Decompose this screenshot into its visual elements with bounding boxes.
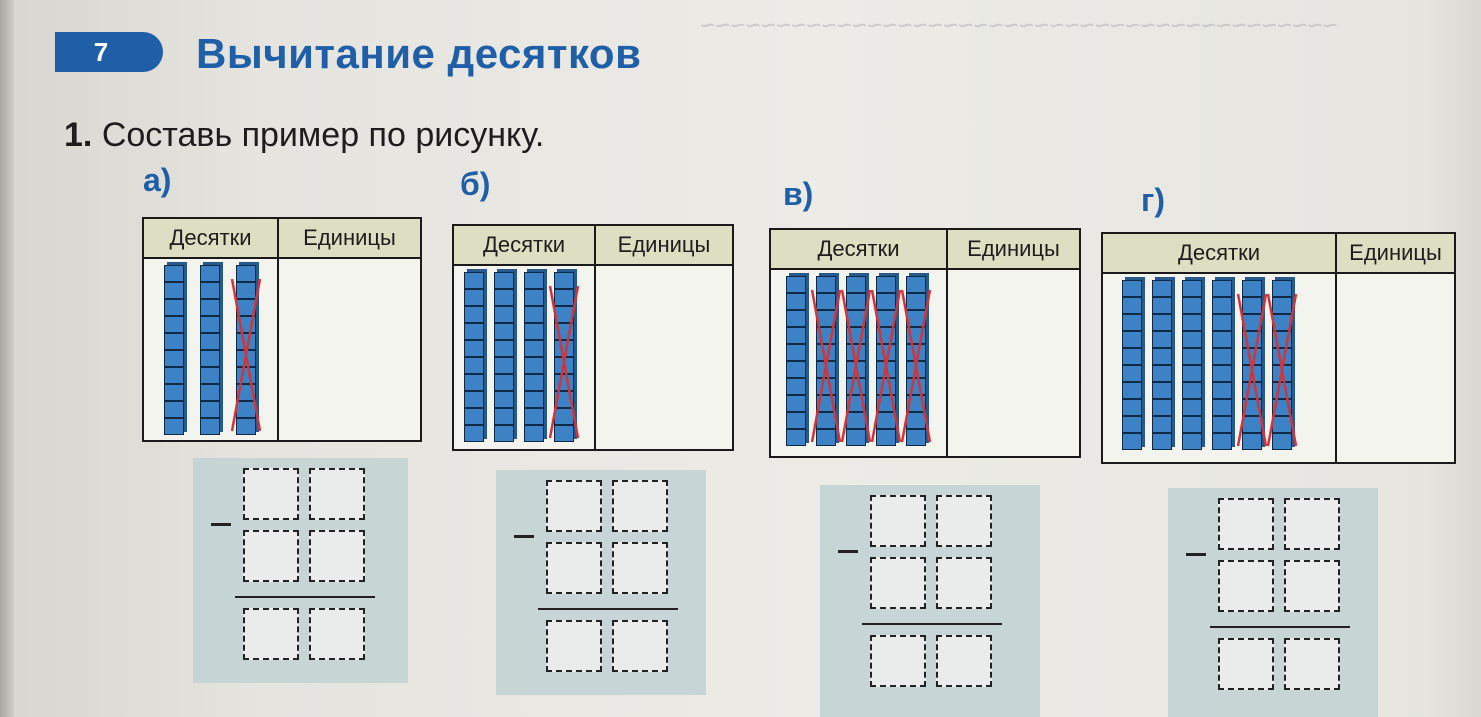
column-divider [594, 226, 596, 449]
variant-label: а) [143, 162, 172, 198]
table-header-row: Десятки Единицы [771, 230, 1079, 270]
result-line [862, 623, 1002, 625]
result-digit-box[interactable] [1218, 638, 1274, 690]
ten-rod [554, 272, 574, 442]
ten-rod [164, 265, 184, 435]
operand-digit-box[interactable] [1284, 560, 1340, 612]
operand-digit-box[interactable] [870, 557, 926, 609]
header-ones: Единицы [303, 225, 396, 250]
operand-digit-box[interactable] [936, 557, 992, 609]
header-tens: Десятки [482, 232, 566, 257]
minus-sign [211, 523, 231, 526]
result-digit-box[interactable] [1284, 638, 1340, 690]
operand-digit-box[interactable] [936, 495, 992, 547]
result-digit-box[interactable] [612, 620, 668, 672]
column-divider [277, 219, 279, 440]
header-tens: Десятки [817, 236, 900, 261]
ten-rod [464, 272, 484, 442]
answer-area [820, 485, 1040, 717]
operand-digit-box[interactable] [243, 468, 299, 520]
ten-rod [1122, 280, 1142, 450]
operand-digit-box[interactable] [1284, 498, 1340, 550]
ten-rod [1212, 280, 1232, 450]
operand-digit-box[interactable] [546, 480, 602, 532]
minus-sign [514, 535, 534, 538]
task-number: 1. [64, 116, 93, 154]
result-digit-box[interactable] [936, 635, 992, 687]
ten-rod [816, 276, 836, 446]
ten-rod [1152, 280, 1172, 450]
header-ones: Единицы [617, 232, 711, 257]
result-digit-box[interactable] [243, 608, 299, 660]
task-text: Составь пример по рисунку. [101, 116, 545, 154]
operand-digit-box[interactable] [309, 468, 365, 520]
bleed-through-text: ~~~~~~~~~~~~~~~~~~~~~~~~~~~~~~~~~~~~~~~~… [700, 10, 1338, 40]
ten-rod [906, 276, 926, 446]
result-digit-box[interactable] [309, 608, 365, 660]
operand-digit-box[interactable] [612, 480, 668, 532]
column-divider [946, 230, 948, 456]
variant-label: г) [1141, 182, 1165, 218]
table-header-row: Десятки Единицы [144, 219, 420, 259]
page-title: Вычитание десятков [196, 30, 642, 77]
ten-rod [786, 276, 806, 446]
ten-rod [524, 272, 544, 442]
header-ones: Единицы [1349, 240, 1442, 265]
answer-area [193, 458, 408, 683]
lesson-number: 7 [93, 37, 109, 67]
operand-digit-box[interactable] [1218, 498, 1274, 550]
ten-rod [236, 265, 256, 435]
operand-digit-box[interactable] [546, 542, 602, 594]
operand-digit-box[interactable] [612, 542, 668, 594]
result-digit-box[interactable] [870, 635, 926, 687]
variant-label: б) [460, 166, 491, 202]
header-tens: Десятки [1177, 240, 1261, 265]
result-digit-box[interactable] [546, 620, 602, 672]
result-line [1210, 626, 1350, 628]
ten-rod [876, 276, 896, 446]
operand-digit-box[interactable] [870, 495, 926, 547]
ten-rod [200, 265, 220, 435]
header-tens: Десятки [169, 225, 252, 250]
place-value-table: Десятки Единицы [452, 224, 734, 451]
ten-rod [1242, 280, 1262, 450]
minus-sign [1186, 553, 1206, 556]
header-ones: Единицы [967, 236, 1060, 261]
ten-rod [1272, 280, 1292, 450]
variant-label: в) [783, 176, 814, 212]
place-value-table: Десятки Единицы [142, 217, 422, 442]
result-line [538, 608, 678, 610]
column-divider [1335, 234, 1337, 462]
operand-digit-box[interactable] [1218, 560, 1274, 612]
book-binding-edge [0, 0, 14, 717]
operand-digit-box[interactable] [243, 530, 299, 582]
task-statement: 1. Составь пример по рисунку. [64, 116, 544, 155]
result-line [235, 596, 375, 598]
ten-rod [846, 276, 866, 446]
table-header-row: Десятки Единицы [1103, 234, 1454, 274]
minus-sign [838, 550, 858, 553]
ten-rod [494, 272, 514, 442]
table-header-row: Десятки Единицы [454, 226, 732, 266]
operand-digit-box[interactable] [309, 530, 365, 582]
lesson-badge [55, 32, 163, 72]
ten-rod [1182, 280, 1202, 450]
